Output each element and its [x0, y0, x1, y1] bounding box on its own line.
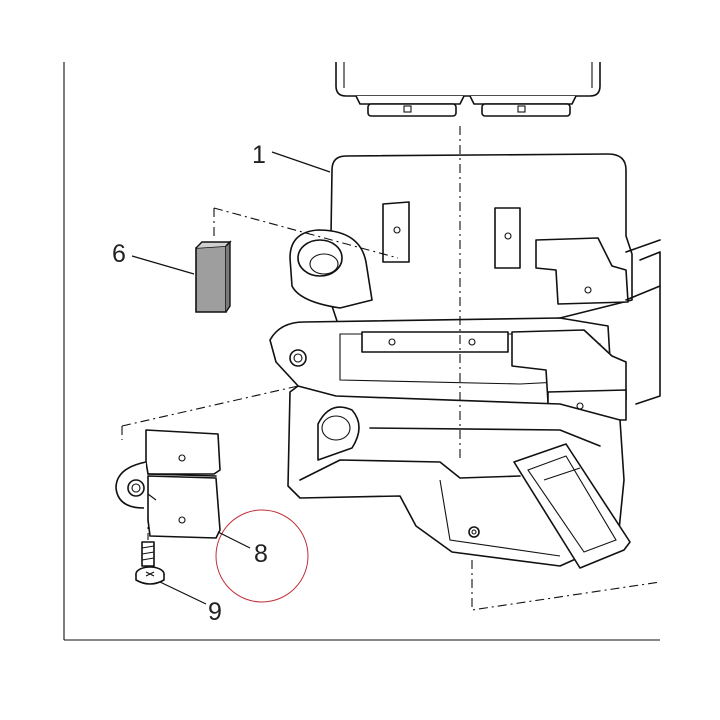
screw-part-9: [135, 514, 165, 585]
pad-face: [195, 245, 227, 313]
leader-line-1: [271, 151, 331, 173]
leader-line-8: [217, 531, 251, 549]
top-module: [335, 62, 601, 117]
callout-label-6: 6: [112, 240, 126, 268]
leader-line-6: [131, 255, 195, 275]
lower-guide-line: [471, 560, 661, 611]
callout-label-8: 8: [254, 540, 268, 568]
frame-border: [63, 62, 660, 641]
highlight-circle: [215, 509, 309, 603]
pad-part-6: [195, 207, 399, 313]
leader-line-9: [159, 581, 207, 605]
bracket-part-1: [269, 153, 661, 569]
callout-label-9: 9: [208, 598, 222, 626]
callout-label-1: 1: [252, 141, 266, 169]
hinge-part-8: [115, 385, 299, 539]
